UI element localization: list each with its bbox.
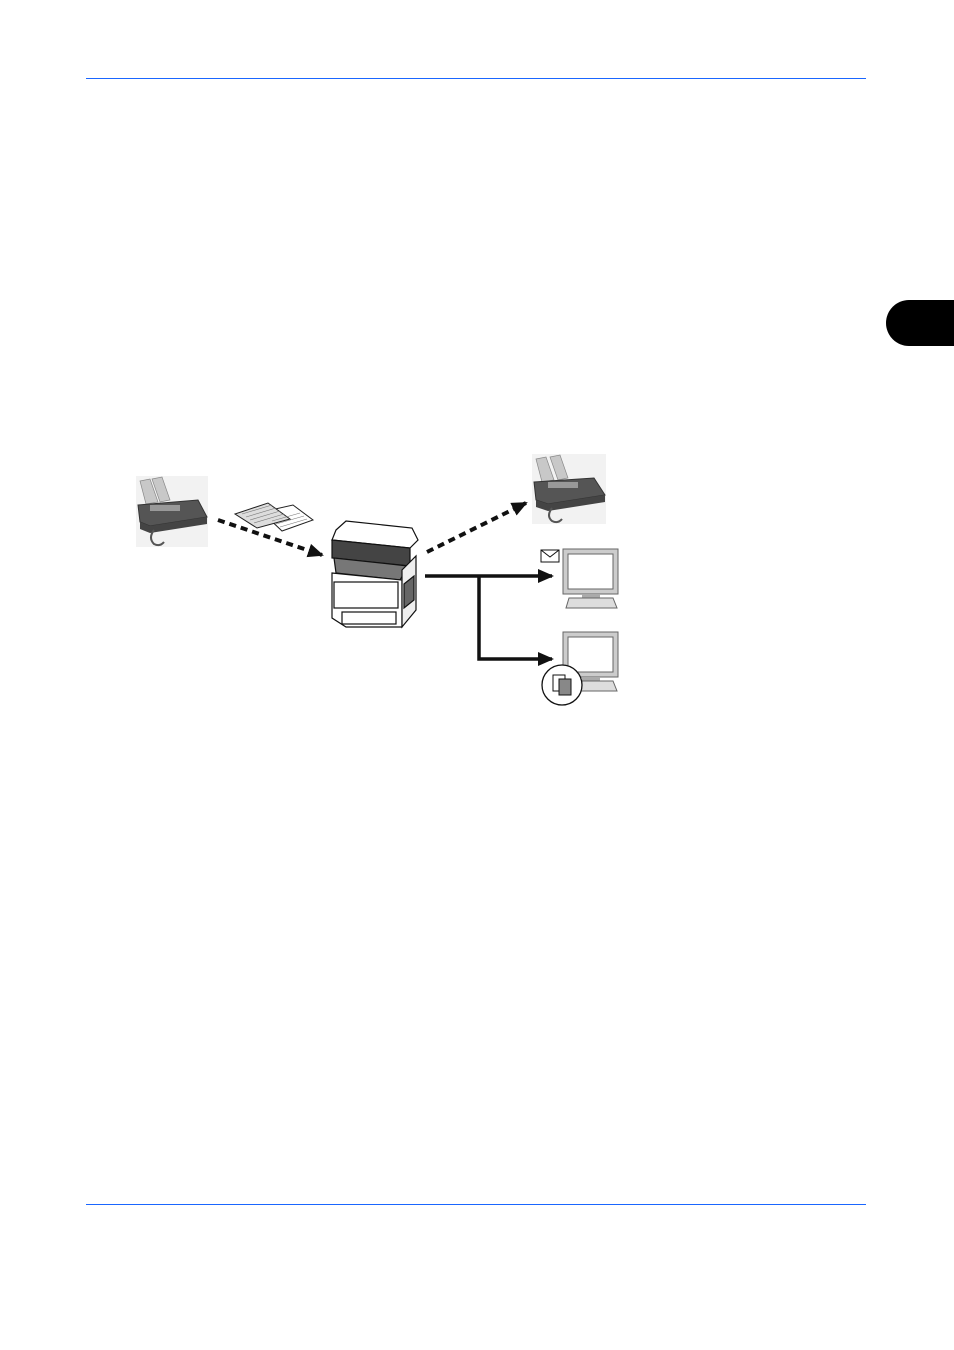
folder-computer-icon: [562, 631, 619, 692]
header-rule: [86, 78, 866, 79]
sender-fax-icon: [136, 476, 208, 547]
email-computer-icon: [562, 548, 619, 609]
forward-fax-icon: [532, 454, 606, 524]
forward-fax-arrow: [426, 501, 528, 554]
send-to-pc-arrows: [425, 569, 554, 666]
shared-folder-icon: [541, 664, 583, 706]
multifunction-printer-icon: [331, 520, 419, 629]
footer-rule: [86, 1204, 866, 1205]
envelope-icon: [540, 549, 560, 563]
incoming-fax-arrow: [217, 518, 324, 558]
chapter-tab: [886, 300, 954, 346]
documents-icon: [233, 502, 315, 532]
